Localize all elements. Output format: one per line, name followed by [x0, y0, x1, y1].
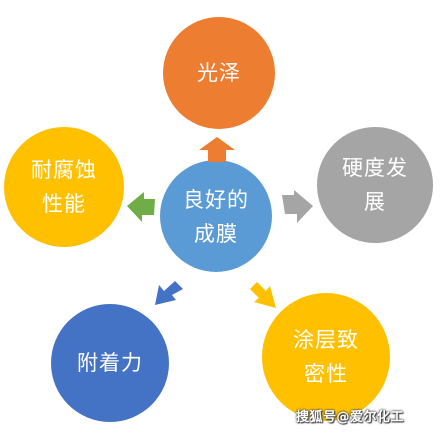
watermark: 搜狐号@爱尔化工: [296, 410, 405, 425]
arrow-to-adhesion: [155, 281, 183, 305]
arrow-to-corrosion-shape: [127, 192, 155, 222]
node-adhesion: 附着力: [51, 304, 169, 422]
node-gloss: 光泽: [163, 17, 275, 129]
node-coating-density-label: 涂层致 密性: [293, 328, 359, 386]
center-node-label: 良好的 成膜: [183, 188, 249, 246]
arrow-to-corrosion: [127, 192, 155, 222]
center-node-good-film-formation: 良好的 成膜: [160, 160, 272, 272]
arrow-to-hardness-shape: [282, 190, 313, 223]
arrow-to-coating-density-shape: [250, 282, 276, 308]
node-coating-density: 涂层致 密性: [262, 293, 390, 421]
arrow-to-hardness: [282, 190, 313, 223]
arrow-to-gloss: [199, 137, 235, 162]
arrow-to-coating-density: [250, 282, 276, 308]
node-hardness-development: 硬度发 展: [317, 127, 433, 243]
node-adhesion-label: 附着力: [77, 351, 143, 375]
node-corrosion-resistance: 耐腐蚀 性能: [4, 127, 124, 247]
arrow-to-adhesion-shape: [155, 281, 183, 305]
node-hardness-development-label: 硬度发 展: [342, 156, 408, 214]
arrow-to-gloss-shape: [199, 137, 235, 162]
node-corrosion-resistance-label: 耐腐蚀 性能: [31, 158, 97, 216]
node-gloss-label: 光泽: [197, 61, 241, 85]
